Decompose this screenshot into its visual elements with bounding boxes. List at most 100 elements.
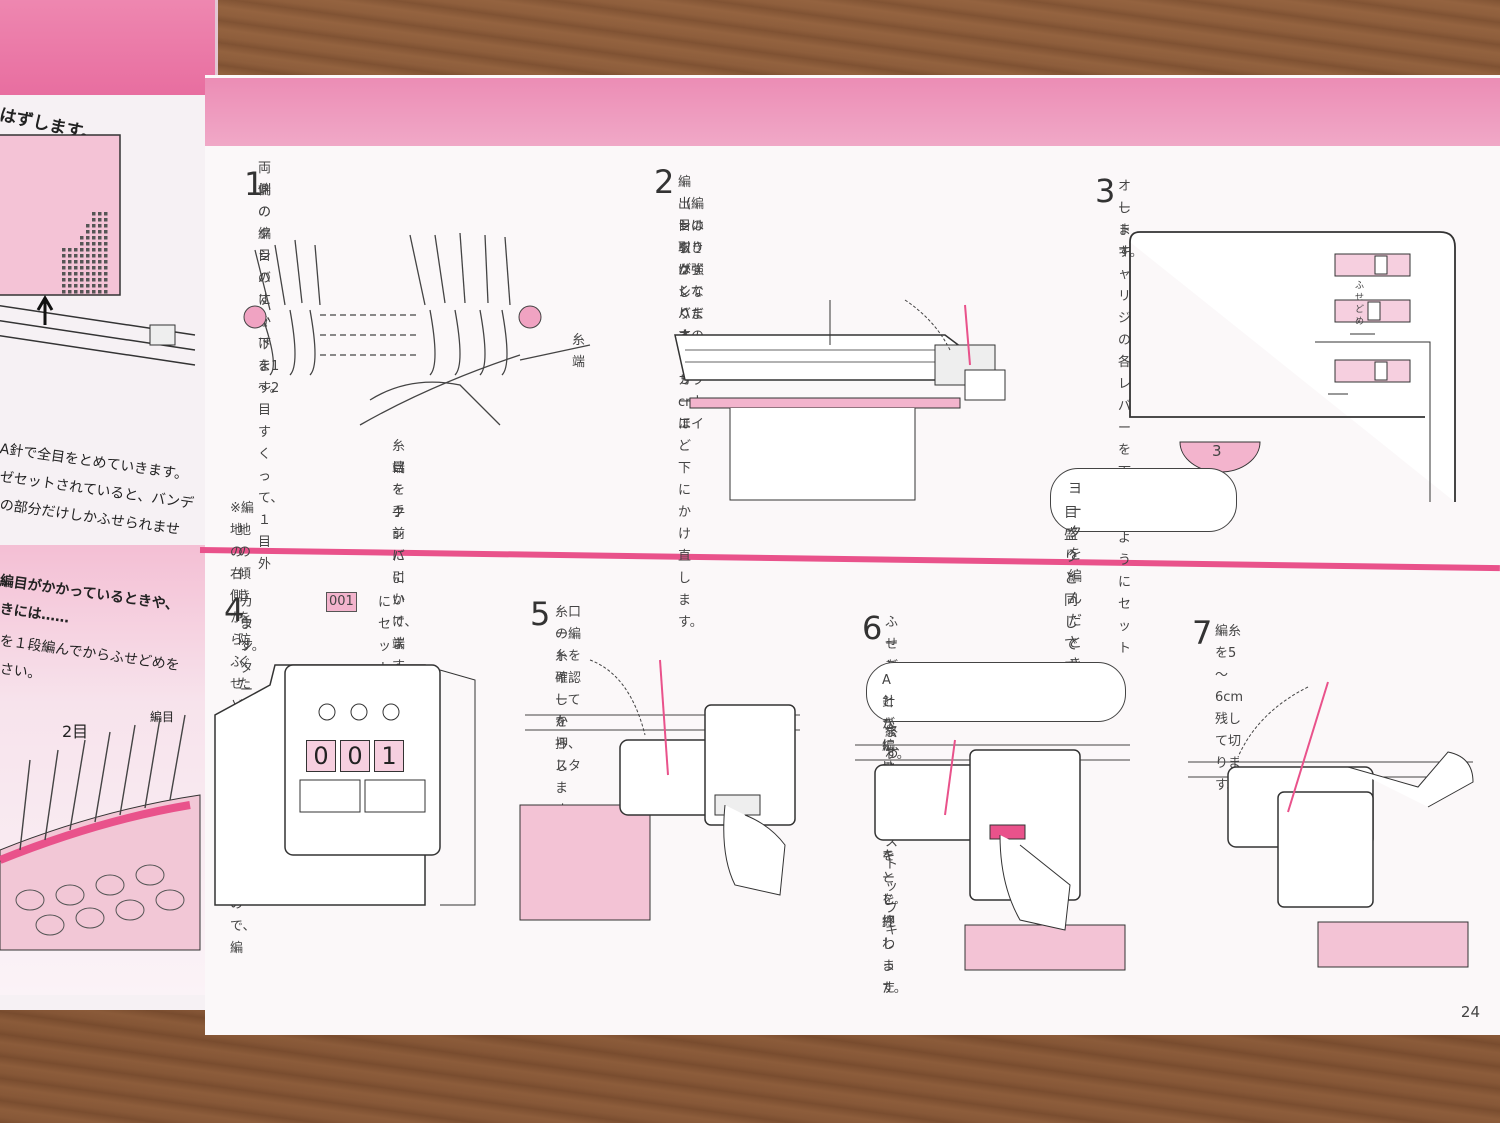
step-3-bubble-text-2: 目盛りと同じです。 [1064, 505, 1091, 675]
knit-dot-grid [62, 212, 108, 294]
left-machine-illustration [0, 134, 196, 366]
knit-dot [74, 278, 78, 282]
knit-dot [98, 266, 102, 270]
knit-dot [98, 242, 102, 246]
page-number: 24 [1460, 1003, 1480, 1021]
knit-dot [86, 278, 90, 282]
knit-dot [98, 290, 102, 294]
top-pink-band [205, 78, 1500, 146]
counter-digit: 0 [306, 740, 336, 772]
knit-dot [104, 260, 108, 264]
knit-dot [86, 254, 90, 258]
knit-dot [92, 230, 96, 234]
knit-dot [98, 278, 102, 282]
knit-dot [62, 248, 66, 252]
step-6-number: 6 [862, 609, 883, 647]
knit-dot [74, 284, 78, 288]
lever-2 [1334, 299, 1411, 343]
step-3-lever-label: ふせどめ [1355, 281, 1365, 327]
knit-dot [92, 242, 96, 246]
knit-dot [104, 254, 108, 258]
step-3-speech-bubble [1050, 468, 1237, 532]
knit-dot [74, 266, 78, 270]
knit-dot [98, 212, 102, 216]
knit-dot [68, 290, 72, 294]
label-2me: 2目 [62, 722, 89, 741]
knit-dot [86, 230, 90, 234]
step-4-counter-inline: 001 [326, 592, 357, 612]
knit-dot [74, 260, 78, 264]
counter-digit: 0 [340, 740, 370, 772]
knit-dot [74, 254, 78, 258]
step-5-text-1: 糸口の編糸を確認してから、スタ [555, 605, 582, 774]
knit-dot [68, 260, 72, 264]
knit-dot [80, 278, 84, 282]
knit-dot [68, 266, 72, 270]
knit-dot [98, 248, 102, 252]
label-hen: 編目 [150, 710, 175, 724]
knit-dot [98, 284, 102, 288]
knit-dot [104, 230, 108, 234]
left-page-pink-band [0, 0, 215, 95]
knit-dot [104, 272, 108, 276]
knit-dot [80, 290, 84, 294]
knit-dot [74, 248, 78, 252]
knit-dot [104, 224, 108, 228]
knit-dot [80, 266, 84, 270]
knit-dot [86, 290, 90, 294]
knit-dot [92, 254, 96, 258]
step-7-number: 7 [1192, 614, 1213, 652]
knit-dot [80, 272, 84, 276]
knit-dot [68, 254, 72, 258]
knit-dot [98, 260, 102, 264]
step-1-yarn-label: 糸端 [572, 333, 586, 370]
knit-dot [92, 272, 96, 276]
knit-dot [104, 248, 108, 252]
knit-dot [80, 248, 84, 252]
knit-dot [62, 272, 66, 276]
step-3-number: 3 [1095, 172, 1116, 210]
knit-dot [80, 284, 84, 288]
knit-dot [68, 272, 72, 276]
step-2-illustration [674, 299, 1006, 501]
step-5-illustration [519, 659, 800, 921]
step-7-illustration [1188, 681, 1474, 968]
knit-dot [62, 284, 66, 288]
knit-dot [92, 212, 96, 216]
step-6-speech-bubble [866, 662, 1126, 722]
knit-dot [68, 284, 72, 288]
step-4-counter-display: 0 0 1 [306, 740, 404, 772]
knit-dot [104, 212, 108, 216]
knit-dot [104, 242, 108, 246]
knit-dot [62, 260, 66, 264]
knit-dot [98, 236, 102, 240]
knit-dot [74, 290, 78, 294]
knit-dot [92, 236, 96, 240]
step-1-caption-2: 目をクシバにかけます。 [392, 461, 417, 674]
knit-dot [86, 272, 90, 276]
knit-dot [62, 266, 66, 270]
lever-3 [1328, 359, 1411, 395]
step-4-counter-illustration [214, 664, 476, 906]
counter-digit: 1 [374, 740, 404, 772]
step-4-number: 4 [224, 591, 245, 629]
knit-dot [68, 278, 72, 282]
step-1-caption-1: 糸端を手前に引いて、端 [392, 439, 418, 652]
step-3-carriage-illustration [1129, 231, 1456, 502]
left-knit-stitches-illustration [0, 714, 201, 951]
knit-dot [80, 260, 84, 264]
knit-dot [104, 278, 108, 282]
knit-dot [80, 236, 84, 240]
step-1-illustration [243, 232, 591, 426]
knit-dot [92, 266, 96, 270]
knit-dot [92, 278, 96, 282]
step-6-illustration [855, 739, 1130, 971]
knit-dot [104, 218, 108, 222]
knit-dot [92, 218, 96, 222]
knit-dot [98, 272, 102, 276]
knit-dot [104, 290, 108, 294]
step-2-text-1: 編出シをクシバより５cmほど下にかけ直します。 [678, 175, 703, 630]
knit-dot [80, 242, 84, 246]
knit-dot [74, 272, 78, 276]
knit-dot [62, 278, 66, 282]
